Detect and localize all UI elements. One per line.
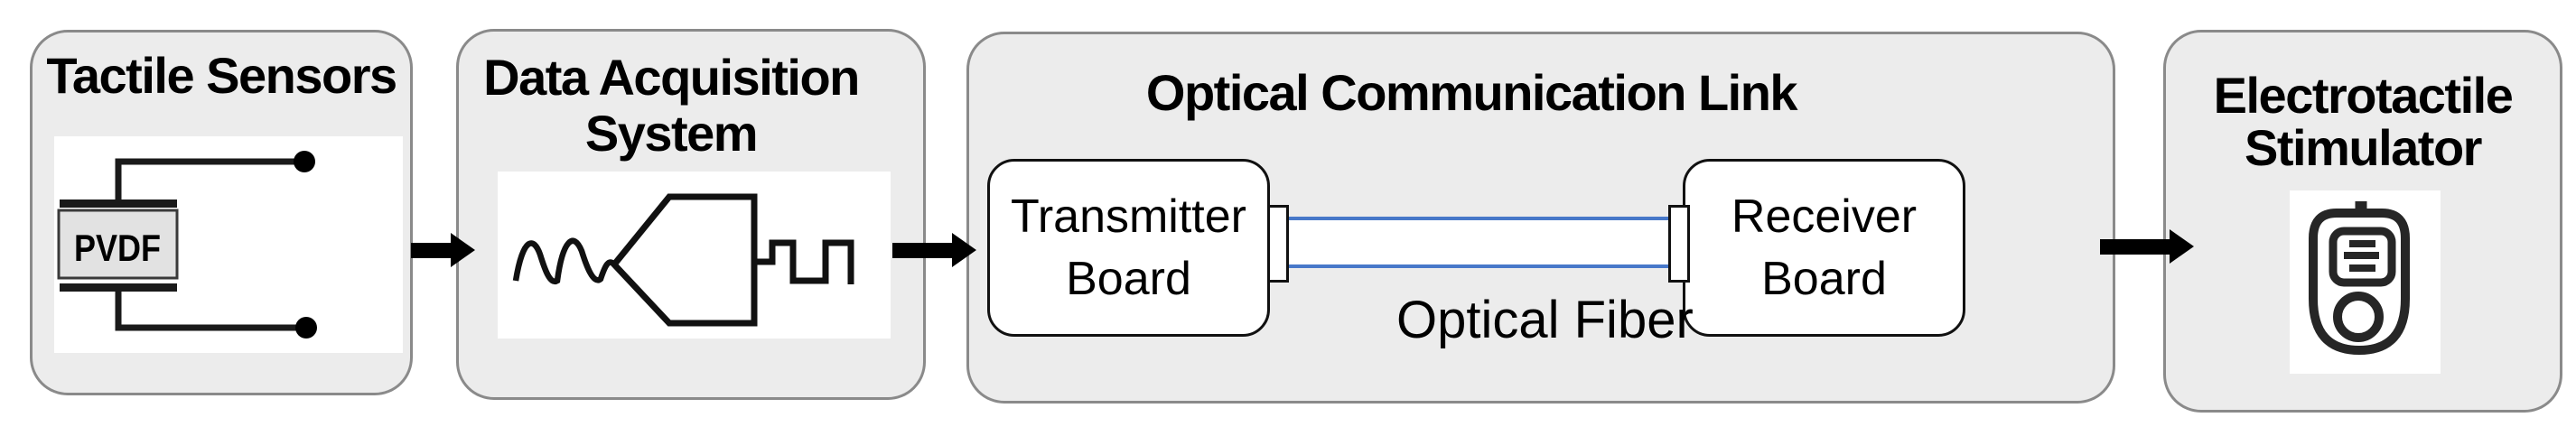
receiver-board: Receiver Board	[1683, 159, 1965, 337]
block-optical-communication-link: Optical Communication Link Transmitter B…	[966, 32, 2115, 404]
fiber-connector-transmitter	[1267, 205, 1289, 283]
device-screen	[2329, 227, 2396, 287]
device-body	[2309, 209, 2410, 356]
arrow-shaft	[2100, 239, 2171, 255]
optical-fiber-cable	[1289, 217, 1668, 268]
pvdf-label: PVDF	[74, 227, 161, 269]
analog-sine-wave	[512, 237, 617, 284]
converter-symbol	[610, 193, 758, 327]
daq-title: Data Acquisition System	[483, 49, 860, 162]
arrow-shaft	[411, 243, 453, 258]
receiver-board-label: Receiver Board	[1731, 190, 1918, 305]
sensor-wire-bottom	[115, 288, 305, 331]
arrow-head	[952, 233, 976, 267]
arrow-head	[2170, 229, 2194, 264]
pvdf-bottom-electrode	[60, 283, 177, 292]
digital-square-wave	[754, 239, 854, 284]
transmitter-board-label: Transmitter Board	[1011, 190, 1246, 305]
arrow-shaft	[892, 243, 954, 258]
transmitter-board: Transmitter Board	[987, 159, 1270, 337]
block-tactile-sensors: Tactile Sensors PVDF	[30, 30, 413, 395]
arrow-head	[451, 233, 475, 267]
block-data-acquisition-system: Data Acquisition System	[456, 29, 926, 400]
analog-to-digital-waveform-icon	[498, 172, 891, 339]
stimulator-device-icon	[2290, 190, 2441, 374]
block-electrotactile-stimulator: Electrotactile Stimulator	[2163, 30, 2562, 413]
pvdf-body	[57, 209, 179, 280]
sensor-terminal-top	[294, 151, 315, 172]
device-button	[2333, 292, 2384, 342]
sensor-terminal-bottom	[295, 317, 317, 339]
optical-link-title: Optical Communication Link	[1145, 64, 1798, 121]
tactile-sensors-title: Tactile Sensors	[46, 47, 397, 104]
pvdf-top-electrode	[60, 199, 177, 208]
sensor-wire-top	[115, 158, 303, 203]
fiber-connector-receiver	[1668, 205, 1690, 283]
stimulator-title: Electrotactile Stimulator	[2213, 67, 2514, 176]
optical-fiber-label: Optical Fiber	[1396, 291, 1694, 349]
pvdf-sensor-schematic-icon: PVDF	[54, 136, 403, 353]
